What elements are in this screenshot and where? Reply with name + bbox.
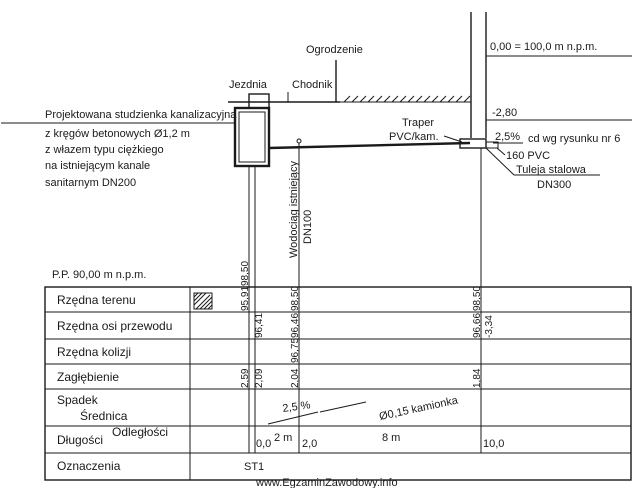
terrain-value-4: 98,50 [472, 286, 483, 311]
pvc-leader [496, 147, 506, 156]
terrain-value-2: 98,50 [240, 261, 251, 286]
length-value-2: 8 m [382, 432, 400, 444]
ground-hatching [343, 95, 471, 103]
depth-value-2: 2,09 [254, 368, 265, 388]
sleeve-leader [485, 147, 515, 176]
manhole-chamber-inner [238, 111, 266, 163]
terrain-value-1: 95,91 [240, 286, 251, 311]
roadway-label: Jezdnia [229, 79, 268, 91]
slope-line-2 [319, 401, 367, 413]
row-label-axis: Rzędna osi przewodu [57, 319, 172, 333]
depth-label: -2,80 [492, 107, 517, 119]
data-table-frame [44, 286, 632, 481]
mark-value: ST1 [244, 461, 264, 473]
terrain-hatch-fill [193, 292, 213, 310]
row-label-diameter: Średnica [80, 408, 128, 423]
depth-value-1: 2,59 [240, 368, 251, 388]
reference-level-label: P.P. 90,00 m n.p.m. [52, 269, 146, 281]
row-label-lengths: Długości [57, 433, 103, 447]
zero-level-label: 0,00 = 100,0 m n.p.m. [490, 41, 597, 53]
distance-value-2: 2,0 [302, 438, 317, 450]
continuation-label: cd wg rysunku nr 6 [528, 133, 620, 145]
distance-value-1: 0,0 [256, 438, 271, 450]
manhole-desc-line3: z włazem typu ciężkiego [45, 144, 164, 156]
trap-label-line2: PVC/kam. [389, 131, 439, 143]
collision-value: 96,75 [290, 338, 301, 363]
axis-value-4: -3,34 [484, 315, 495, 338]
sidewalk-label: Chodnik [292, 79, 333, 91]
axis-value-2: 96,46 [290, 313, 301, 338]
sleeve-label-line2: DN300 [537, 179, 571, 191]
row-label-collision: Rzędna kolizji [57, 345, 131, 359]
trap-label-line1: Traper [402, 117, 434, 129]
fence-label: Ogrodzenie [306, 44, 363, 56]
sleeve-label-line1: Tuleja stalowa [516, 164, 587, 176]
row-label-slope: Spadek [57, 393, 99, 407]
slope-line-1 [267, 411, 319, 425]
water-main-label: Wodociąg istniejący DN100 [288, 160, 314, 258]
row-label-depth: Zagłębienie [57, 370, 119, 384]
water-main-label-line1: Wodociąg istniejący [288, 160, 300, 258]
manhole-cover-neck [248, 93, 270, 109]
depth-value-4: 1,84 [472, 368, 483, 388]
slope-value: 2,5 % [282, 399, 312, 415]
trap [485, 141, 499, 149]
water-pipe-crossing [296, 138, 302, 144]
length-value-1: 2 m [274, 432, 292, 444]
manhole-desc-line4: na istniejącym kanale [45, 160, 150, 172]
footer-watermark: www.EgzaminZawodowy.info [255, 477, 398, 488]
row-label-marks: Oznaczenia [57, 459, 121, 473]
diameter-value: Ø0,15 kamionka [378, 394, 460, 423]
manhole-desc-line1: Projektowana studzienka kanalizacyjna [45, 109, 237, 121]
distance-value-3: 10,0 [483, 438, 504, 450]
manhole-desc-line2: z kręgów betonowych Ø1,2 m [45, 128, 190, 140]
slope-label: 2,5% [495, 131, 520, 143]
terrain-value-3: 98,50 [290, 286, 301, 311]
row-label-distances: Odległości [112, 425, 168, 439]
axis-value-1: 96,41 [254, 313, 265, 338]
sewer-pipe [268, 141, 471, 150]
trap-leader [443, 135, 463, 143]
water-main-label-line2: DN100 [302, 210, 314, 244]
manhole-chamber [233, 106, 271, 168]
row-label-terrain: Rzędna terenu [57, 293, 136, 307]
depth-value-3: 2,04 [290, 368, 301, 388]
pvc-label: 160 PVC [506, 150, 550, 162]
axis-value-3: 96,66 [472, 313, 483, 338]
manhole-desc-line5: sanitarnym DN200 [45, 177, 136, 189]
